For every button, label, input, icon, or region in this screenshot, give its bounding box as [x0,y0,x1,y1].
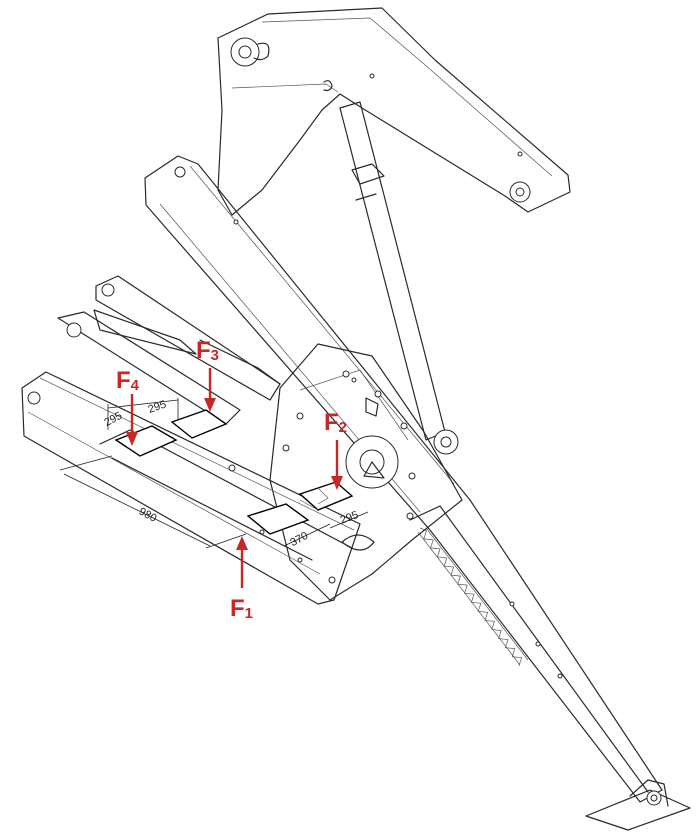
force-f4: F4 [116,367,140,446]
dimension-980: 980 [137,506,159,525]
pad-f3 [170,409,228,439]
f3-letter: F [196,337,211,364]
dimension-295-left: 295 [102,410,124,429]
f3-subscript: 3 [211,347,219,364]
central-bracket [269,343,463,601]
dimension-370: 370 [288,530,310,549]
f1-subscript: 1 [245,605,253,622]
svg-text:F3: F3 [196,337,219,364]
force-f2: F2 [324,409,347,490]
f4-subscript: 4 [131,377,140,394]
main-boom [144,155,663,803]
force-f1: F1 [230,536,253,622]
svg-text:F4: F4 [116,367,140,394]
dimension-lines [59,398,369,549]
dimension-295-mid: 295 [147,398,168,416]
f2-letter: F [324,409,339,436]
svg-text:F2: F2 [324,409,347,436]
dimension-295-right: 295 [339,509,360,527]
pad-f4 [114,425,178,457]
boom-serration [419,527,523,666]
f1-letter: F [230,595,245,622]
f2-subscript: 2 [339,419,347,436]
force-f3: F3 [196,337,219,412]
f4-letter: F [116,367,131,394]
pad-f1 [246,503,310,535]
hydraulic-cylinder [339,101,459,455]
svg-text:F1: F1 [230,595,253,622]
load-pads [114,409,354,535]
base-frame [21,371,361,605]
foot-plate [585,779,691,831]
rear-frame [57,275,281,425]
upper-arm [217,7,571,216]
